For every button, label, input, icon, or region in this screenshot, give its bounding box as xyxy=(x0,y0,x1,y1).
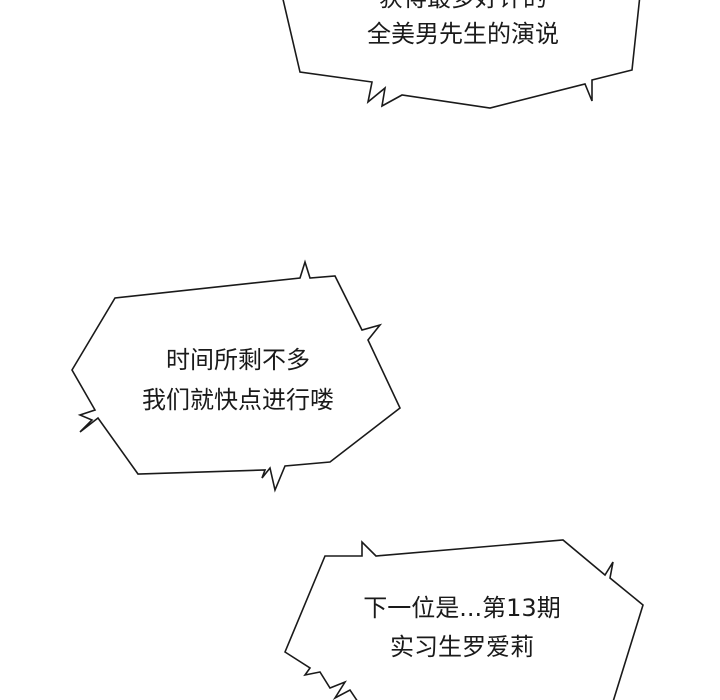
speech-bubble-2 xyxy=(71,259,401,493)
bubble-2-line-1: 时间所剩不多 xyxy=(166,346,310,374)
bubble-2-line-2: 我们就快点进行喽 xyxy=(142,386,334,414)
speech-bubble-1 xyxy=(282,0,641,109)
bubble-3-line-2: 实习生罗爱莉 xyxy=(390,633,534,661)
bubble-1-line-2: 全美男先生的演说 xyxy=(367,20,559,48)
speech-bubble-3 xyxy=(284,539,644,700)
bubble-3-line-1: 下一位是...第13期 xyxy=(363,594,561,622)
bubble-1-line-1: 获得最多好评的 xyxy=(379,0,547,10)
